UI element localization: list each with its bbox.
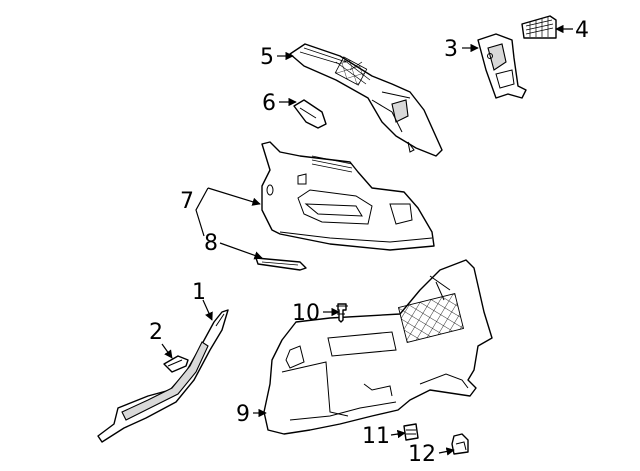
leader-7 bbox=[207, 187, 261, 206]
part-1-pillar-trim[interactable] bbox=[97, 309, 229, 443]
callout-7: 7 bbox=[180, 189, 194, 214]
part-3-bracket-trim[interactable] bbox=[477, 33, 527, 99]
callout-10: 10 bbox=[292, 301, 320, 326]
callout-8: 8 bbox=[204, 231, 218, 256]
part-4-grille-cover[interactable] bbox=[521, 15, 557, 39]
leader-12 bbox=[438, 447, 455, 456]
callout-3: 3 bbox=[444, 37, 458, 62]
callout-12: 12 bbox=[408, 442, 436, 467]
callout-4: 4 bbox=[575, 18, 589, 43]
leader-7-bracket bbox=[195, 187, 209, 237]
leader-8 bbox=[219, 242, 263, 260]
part-11-retainer-clip[interactable] bbox=[403, 423, 419, 441]
callout-1: 1 bbox=[192, 280, 206, 305]
part-2-trim-bracket[interactable] bbox=[163, 355, 189, 373]
part-8-sill-strip[interactable] bbox=[255, 257, 307, 271]
part-6-trim-clip[interactable] bbox=[293, 99, 327, 129]
part-7-quarter-trim-panel[interactable] bbox=[261, 141, 435, 251]
part-12-cap[interactable] bbox=[451, 433, 469, 455]
leader-11 bbox=[390, 429, 406, 439]
callout-2: 2 bbox=[149, 320, 163, 345]
callout-9: 9 bbox=[236, 402, 250, 427]
leader-1 bbox=[202, 299, 213, 321]
part-5-upper-trim-panel[interactable] bbox=[289, 43, 443, 157]
leader-2 bbox=[161, 343, 173, 359]
callout-6: 6 bbox=[262, 91, 276, 116]
part-9-lower-quarter-trim[interactable] bbox=[263, 259, 493, 435]
callout-11: 11 bbox=[362, 424, 390, 449]
callout-5: 5 bbox=[260, 45, 274, 70]
